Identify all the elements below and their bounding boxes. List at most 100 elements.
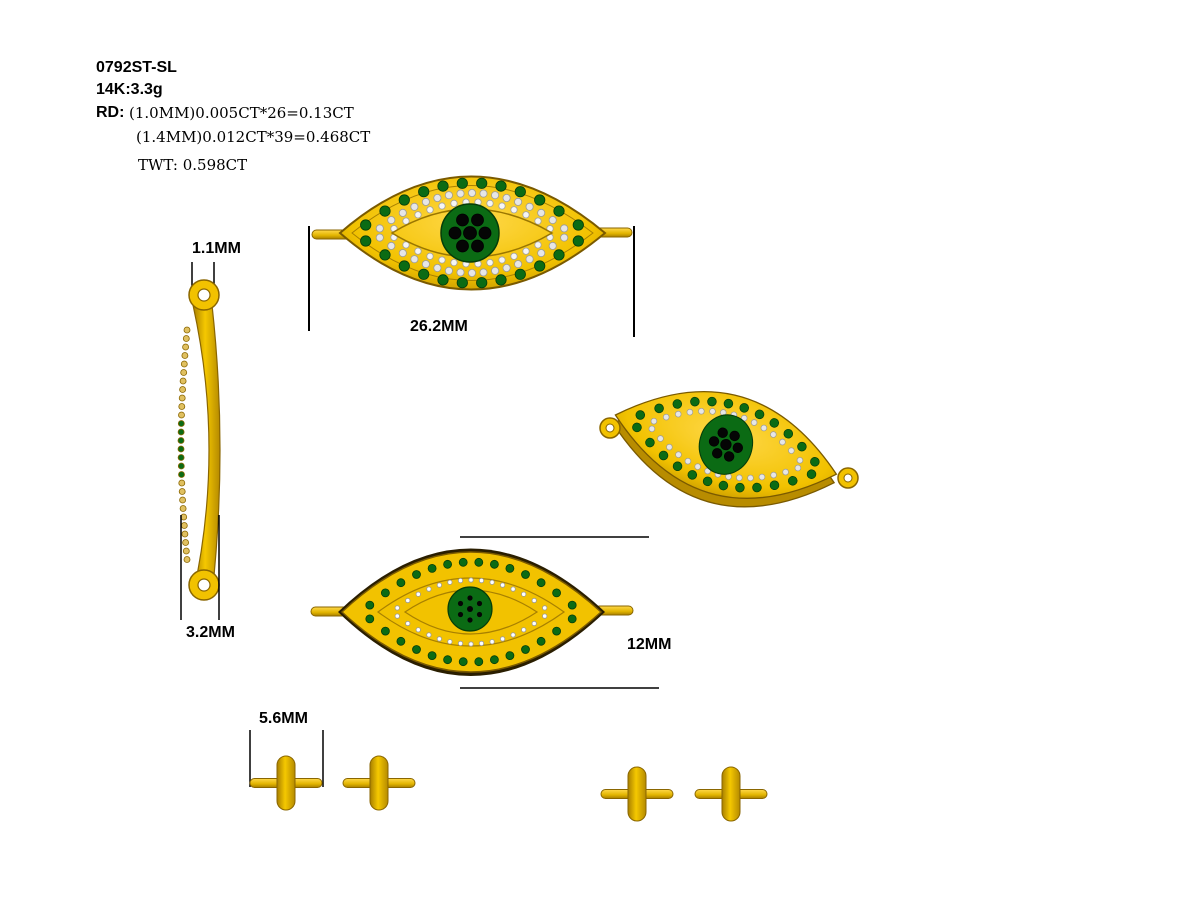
perspective-emerald-stone: [672, 399, 683, 409]
side-diamond: [182, 547, 190, 555]
bottom-emerald-dot: [552, 588, 561, 598]
side-profile-body: [192, 304, 221, 596]
perspective-diamond-stone: [760, 424, 768, 432]
bottom-emerald-dot: [396, 636, 406, 646]
top-jump-ring-hole: [197, 288, 211, 302]
rd-label: RD:: [96, 104, 125, 121]
bottom-diamond-dot: [415, 591, 421, 597]
perspective-diamond-ring: [648, 407, 804, 482]
perspective-emerald-stone: [797, 441, 807, 452]
perspective-emerald-stone: [718, 480, 729, 491]
bottom-diamond-dot: [394, 613, 400, 619]
perspective-diamond-stone: [794, 464, 802, 472]
diamond-stone: [537, 249, 546, 258]
diamond-stone: [398, 208, 407, 217]
perspective-view: [612, 390, 838, 508]
side-diamond: [180, 360, 188, 368]
diamond-stone-small: [522, 211, 530, 219]
perspective-diamond-stone: [694, 463, 701, 470]
bottom-diamond-dot: [489, 639, 495, 645]
bottom-emerald-dot: [474, 557, 484, 567]
diamond-stone-small: [510, 206, 518, 214]
emerald-outer-ring: [360, 177, 584, 289]
diamond-stone: [433, 263, 442, 272]
bottom-onyx-dot: [457, 600, 464, 607]
side-diamond: [182, 539, 190, 546]
diamond-stone-small: [450, 199, 458, 207]
perspective-emerald-ring: [632, 396, 820, 493]
bottom-diamond-dot: [489, 579, 495, 585]
perspective-emerald-stone: [754, 409, 765, 420]
bottom-diamond-dot: [521, 591, 527, 597]
diamond-stone: [479, 189, 488, 198]
perspective-onyx-stone: [723, 451, 735, 462]
bottom-diamond-dot: [405, 597, 411, 604]
bottom-emerald-dot: [536, 636, 546, 646]
diamond-stone: [456, 189, 465, 198]
perspective-emerald-stone: [739, 403, 749, 413]
bottom-emerald-dot: [505, 564, 515, 573]
emerald-stone: [437, 274, 449, 286]
bottom-emerald-dot: [380, 626, 390, 636]
onyx-stone: [463, 226, 477, 240]
connector-post: [627, 766, 647, 822]
emerald-stone: [553, 205, 565, 217]
bottom-diamond-dot: [426, 586, 432, 592]
bottom-emerald-ring: [365, 557, 577, 667]
emerald-stone: [398, 260, 410, 272]
side-diamond: [182, 335, 190, 342]
connector-post: [369, 755, 389, 811]
bottom-emerald-dot: [505, 651, 515, 660]
bottom-bezel-inner: [403, 589, 539, 635]
perspective-diamond-stone: [747, 474, 754, 482]
emerald-stone: [379, 249, 391, 261]
perspective-emerald-stone: [690, 396, 700, 407]
side-emerald: [178, 471, 185, 478]
bottom-emerald-dot: [365, 600, 375, 610]
perspective-diamond-stone: [666, 443, 673, 451]
diamond-stone: [387, 216, 396, 225]
diamond-stone-small: [426, 206, 434, 214]
bottom-diamond-dot: [510, 632, 516, 638]
side-emerald: [177, 462, 185, 470]
perspective-emerald-stone: [654, 403, 664, 414]
diamond-stone: [548, 241, 557, 250]
bottom-emerald-dot: [521, 645, 530, 654]
perspective-emerald-stone: [635, 410, 646, 420]
bottom-emerald-dot: [412, 570, 421, 579]
perspective-emerald-stone: [787, 476, 798, 486]
diamond-stone-small: [402, 241, 410, 249]
perspective-onyx-stone: [729, 430, 740, 442]
bottom-emerald-dot: [521, 570, 530, 579]
bottom-jump-ring-hole: [197, 578, 211, 592]
diamond-stone: [387, 241, 396, 250]
bottom-diamond-dot: [499, 636, 506, 642]
perspective-emerald-stone: [752, 482, 762, 493]
side-diamond: [183, 326, 191, 334]
perspective-left-ring-hole: [605, 423, 615, 433]
emerald-stone: [476, 277, 488, 289]
bottom-emerald-dot: [412, 645, 421, 654]
side-diamond: [181, 530, 189, 538]
emerald-stone: [360, 219, 372, 231]
diamond-inner-ring: [390, 198, 554, 268]
emerald-stone: [418, 186, 430, 198]
perspective-emerald-stone: [769, 418, 780, 428]
diamond-stone-small: [486, 199, 494, 207]
side-diamond: [182, 343, 190, 351]
perspective-diamond-stone: [736, 474, 743, 482]
diamond-stone: [491, 191, 500, 200]
bottom-diamond-dot: [531, 597, 537, 604]
bottom-diamond-ring: [394, 577, 548, 647]
perspective-onyx-stone: [720, 438, 732, 451]
onyx-stone: [471, 239, 484, 253]
bottom-diamond-dot: [436, 582, 442, 588]
diamond-stone: [560, 233, 569, 242]
diamond-stone: [375, 233, 384, 242]
diamond-stone-small: [510, 252, 518, 260]
bottom-emerald-dot: [458, 557, 468, 567]
emerald-stone: [495, 274, 507, 286]
bottom-emerald-dot: [552, 626, 561, 636]
side-emerald: [177, 445, 185, 453]
side-diamond: [180, 522, 188, 529]
